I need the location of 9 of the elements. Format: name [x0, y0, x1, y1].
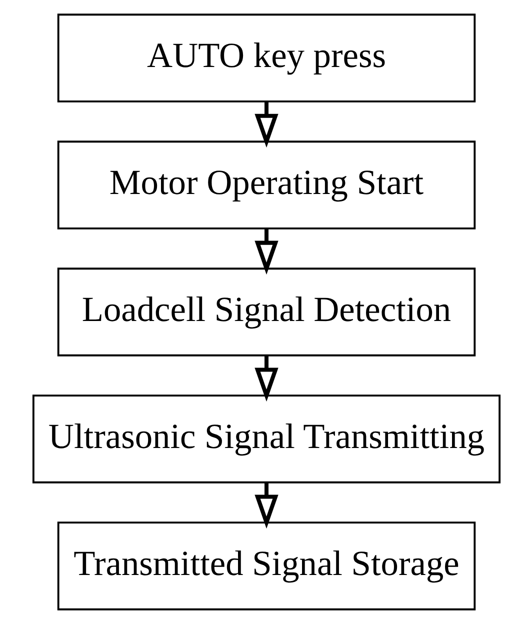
arrow: [254, 482, 278, 529]
node-box: Ultrasonic Signal Transmitting: [32, 394, 500, 484]
node-box: Transmitted Signal Storage: [56, 522, 476, 610]
arrow: [254, 356, 278, 402]
arrow: [254, 228, 278, 275]
node-box: AUTO key press: [56, 14, 476, 102]
node-box: Loadcell Signal Detection: [56, 268, 476, 356]
node-box: Motor Operating Start: [56, 140, 476, 230]
arrow: [254, 102, 278, 148]
